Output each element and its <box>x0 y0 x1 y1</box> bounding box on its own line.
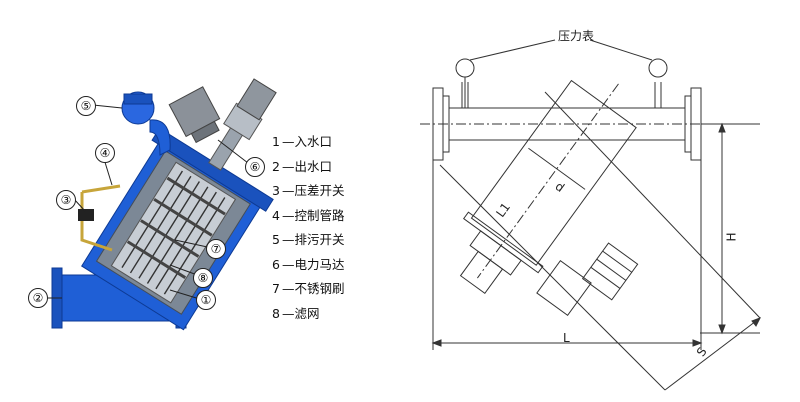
legend-row-3: 3—压差开关 <box>272 183 345 198</box>
dimension-H-label: H <box>724 232 739 242</box>
parts-legend: 1—入水口 2—出水口 3—压差开关 4—控制管路 5—排污开关 6—电力马达 … <box>272 130 345 326</box>
legend-row-1: 1—入水口 <box>272 134 333 149</box>
callout-1: ① <box>196 290 216 310</box>
callout-5: ⑤ <box>76 96 96 116</box>
dimension-L-label: L <box>563 331 570 345</box>
callout-2: ② <box>28 288 48 308</box>
callout-8: ⑧ <box>193 268 213 288</box>
legend-row-7: 7—不锈钢刷 <box>272 281 345 296</box>
callout-3: ③ <box>56 190 76 210</box>
legend-row-8: 8—滤网 <box>272 305 320 321</box>
legend-row-5: 5—排污开关 <box>272 232 345 247</box>
callout-4: ④ <box>95 143 115 163</box>
pressure-gauge-label: 压力表 <box>558 29 595 43</box>
callout-7: ⑦ <box>206 239 226 259</box>
legend-row-2: 2—出水口 <box>272 158 333 174</box>
callout-6: ⑥ <box>245 157 265 177</box>
legend-row-6: 6—电力马达 <box>272 256 345 272</box>
legend-row-4: 4—控制管路 <box>272 207 345 223</box>
